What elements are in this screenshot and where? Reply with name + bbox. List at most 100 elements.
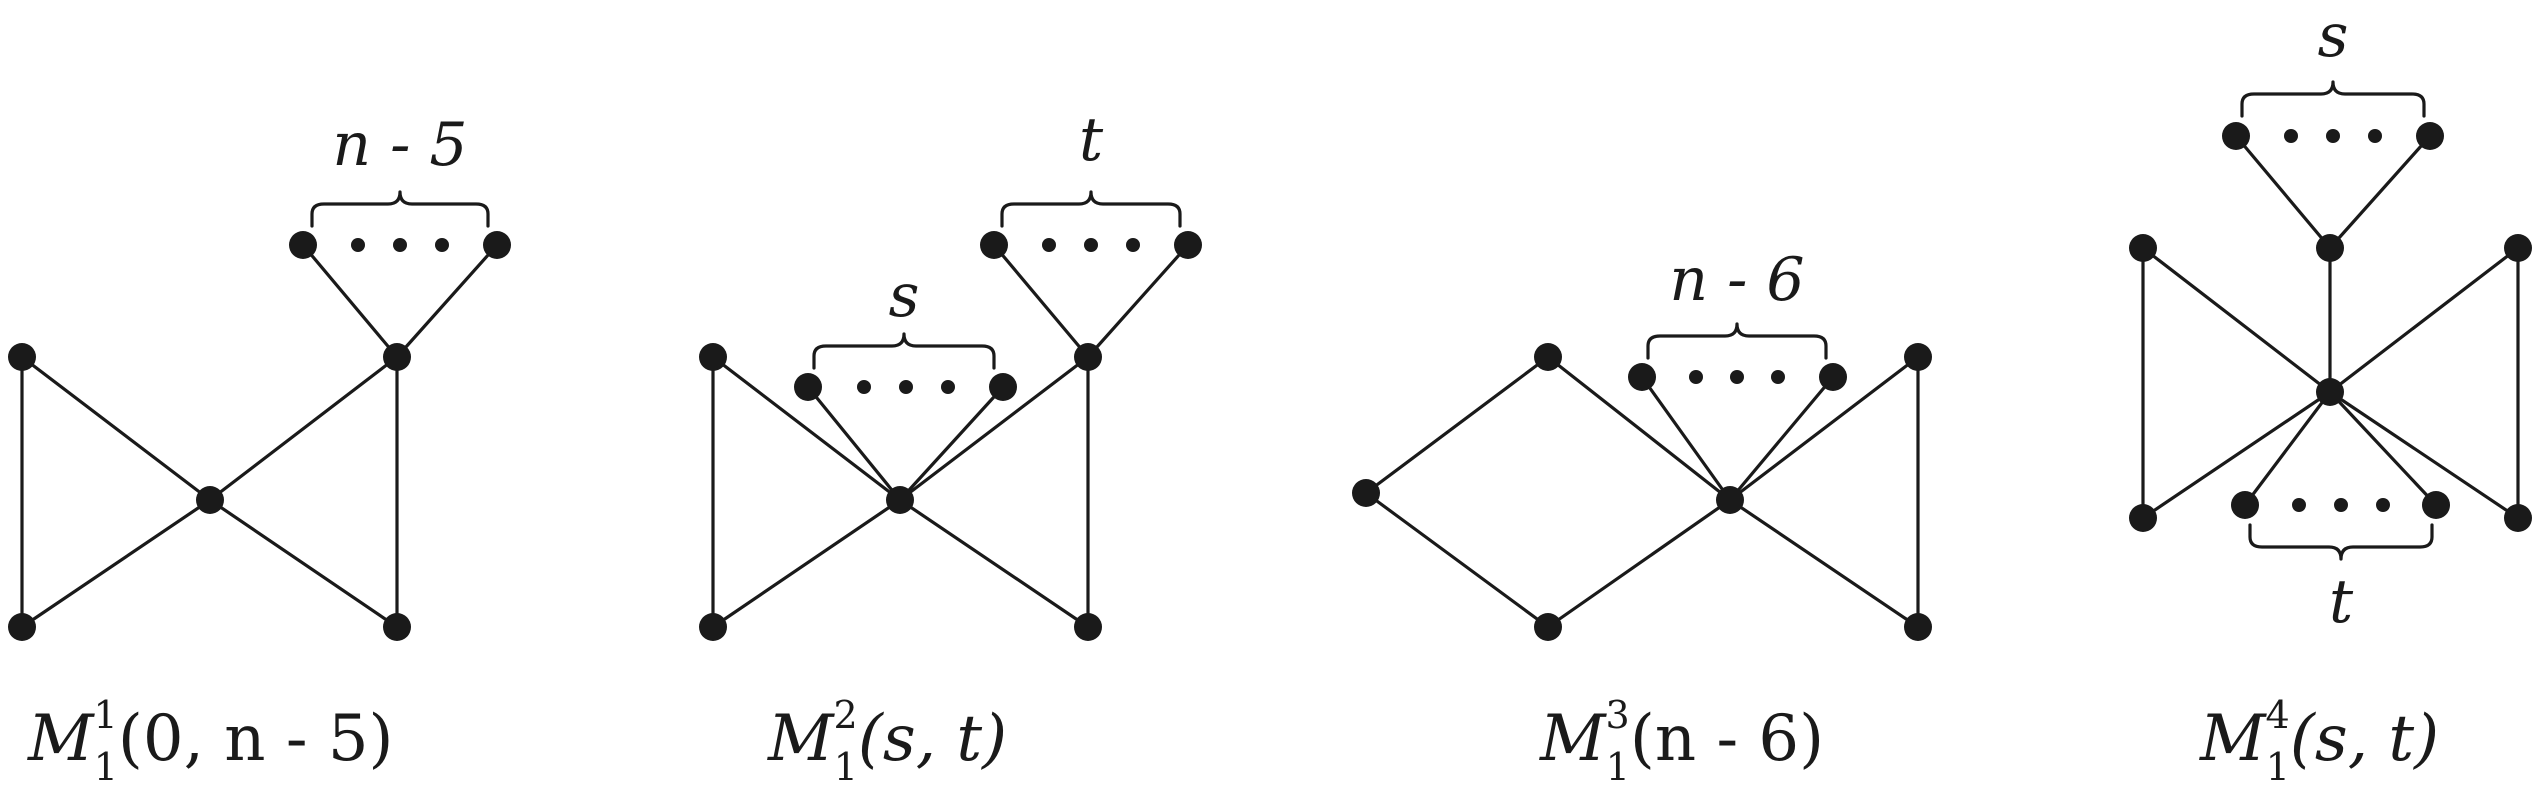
ellipsis-dot [857,380,871,394]
edge [711,355,902,502]
edge [2234,134,2332,250]
edge [806,385,902,502]
edge [2141,246,2332,394]
edge [898,355,1090,502]
vertex [794,373,822,401]
graph-m1-4-brace-label-top: s [2318,1,2349,71]
ellipsis-dot [2284,129,2298,143]
vertex [1819,363,1847,391]
edge [898,385,1005,502]
graph-m1-3-brace [1646,322,1828,360]
edge [208,498,399,629]
edge [1728,355,1920,502]
graph-m1-2-brace-label-left: s [889,261,920,331]
edge [395,243,499,359]
edge [1728,498,1920,629]
graph-m1-1-brace-label: n - 5 [332,110,467,180]
ellipsis-dot [2326,129,2340,143]
graph-m1-1-vertices [8,231,511,641]
vertex [8,613,36,641]
graph-m1-1-brace [310,190,490,228]
edge [711,498,902,629]
edge [2328,134,2432,250]
edge [208,355,399,502]
ellipsis-dot [1084,238,1098,252]
ellipsis-dot [2334,498,2348,512]
graph-m1-4-brace-label-bottom: t [2329,567,2354,637]
ellipsis-dot [2376,498,2390,512]
vertex [2222,122,2250,150]
edge [2328,246,2520,394]
vertex [483,231,511,259]
edge [1640,375,1732,502]
vertex [2504,504,2532,532]
edge [2141,390,2332,520]
vertex [383,613,411,641]
vertex-center [886,486,914,514]
vertex-center [1716,486,1744,514]
vertex [2129,504,2157,532]
graph-m1-3-brace-label: n - 6 [1669,245,1804,315]
vertex-center [196,486,224,514]
ellipsis-dot [1730,370,1744,384]
edge [1364,491,1550,629]
edge [992,243,1090,359]
edge [1086,243,1190,359]
ellipsis-dot [351,238,365,252]
vertex [1534,613,1562,641]
graph-m1-3-edges [1364,355,1920,629]
vertex [1904,613,1932,641]
vertex [383,343,411,371]
edge [2243,390,2332,507]
ellipsis-dot [1042,238,1056,252]
graph-m1-4-brace-bottom [2248,523,2434,561]
graph-m1-2-edges [711,243,1190,629]
graph-m1-2-brace-right [1000,190,1182,228]
ellipsis-dot [393,238,407,252]
graph-m1-4-edges [2141,134,2520,520]
graph-m1-1-edges [20,243,499,629]
graph-m1-4-brace-top [2240,80,2426,118]
vertex [1904,343,1932,371]
vertex [699,343,727,371]
edge [20,355,212,502]
edge [301,243,399,359]
edge [1546,498,1732,629]
edge [2328,390,2438,507]
vertex-center [2316,378,2344,406]
vertex [1074,613,1102,641]
graph-m1-4-vertices [2129,122,2532,532]
ellipsis-dot [2368,129,2382,143]
vertex [2504,234,2532,262]
edge [20,498,212,629]
ellipsis-dot [435,238,449,252]
vertex [2129,234,2157,262]
ellipsis-dot [1689,370,1703,384]
vertex [2231,491,2259,519]
edge [2328,390,2520,520]
ellipsis-dot [1126,238,1140,252]
vertex [1074,343,1102,371]
ellipsis-dot [2292,498,2306,512]
ellipsis-dot [1771,370,1785,384]
vertex [289,231,317,259]
edge [1546,355,1732,502]
edge [1364,355,1550,495]
graph-m1-2-brace-label-right: t [1079,105,1104,175]
vertex [1352,479,1380,507]
vertex [989,373,1017,401]
graph-m1-3-vertices [1352,343,1932,641]
ellipsis-dot [899,380,913,394]
graph-m1-2-vertices [699,231,1202,641]
vertex [1534,343,1562,371]
vertex [2422,491,2450,519]
vertex [980,231,1008,259]
graph-m1-2-brace-left [812,332,996,370]
